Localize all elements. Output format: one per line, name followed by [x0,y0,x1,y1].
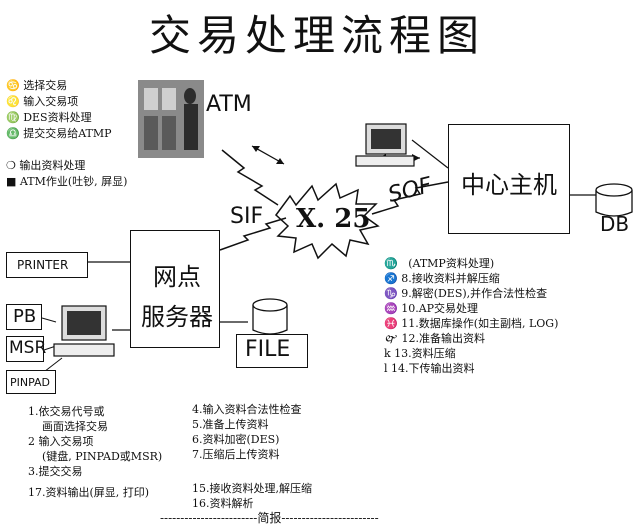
file-box: FILE [236,334,308,368]
pb-label: PB [13,306,37,327]
branch-step: 16.资料解析 [192,497,254,510]
atm-steps-list: ♋ 选择交易 ♌ 输入交易项 ♍ DES资料处理 ♎ 提交交易给ATMP [6,78,112,142]
atmp-step: ♑ 9.解密(DES),并作合法性检查 [384,287,548,300]
atm-step: ■ ATM作业(吐钞, 屏显) [6,175,128,188]
server-box: 网点 服务器 [130,230,220,348]
host-terminal-computer-icon [355,123,415,167]
branch-step: (键盘, PINPAD或MSR) [42,450,163,463]
atm-step: ♌ 输入交易项 [6,95,79,108]
atmp-step: 🙰 12.准备输出资料 [384,332,485,345]
atm-step-icon: ♎ [6,127,20,140]
sif-label: SIF [230,204,264,229]
page-title: 交易处理流程图 [148,11,485,60]
printer-label: PRINTER [17,258,69,272]
atmp-step: l 14.下传输出资料 [384,362,475,375]
pinpad-label: PINPAD [10,376,51,389]
atmp-step-icon: k [384,347,391,360]
atmp-step-icon: ♑ [384,287,398,300]
pb-box: PB [6,304,42,330]
x25-starburst [274,182,380,260]
server-label-line2: 服务器 [141,303,213,331]
host-box: 中心主机 [448,124,570,234]
branch-step: 3.提交交易 [28,465,83,478]
pinpad-box: PINPAD [6,370,56,394]
branch-step: 6.资料加密(DES) [192,433,280,446]
atm-step-icon: ♋ [6,79,20,92]
atmp-step-icon: ♏ [384,257,398,270]
footer-text: ------------------------简报--------------… [160,511,379,525]
atm-step-icon: ♌ [6,95,20,108]
branch-step: 5.准备上传资料 [192,418,269,431]
atm-step: ♋ 选择交易 [6,79,68,92]
atmp-step: ♐ 8.接收资料并解压缩 [384,272,500,285]
branch-steps-right: 4.输入资料合法性检查 5.准备上传资料 6.资料加密(DES) 7.压缩后上传… [192,402,312,511]
atmp-step-icon: l [384,362,388,375]
branch-step: 15.接收资料处理,解压缩 [192,482,312,495]
atm-step-icon: ♍ [6,111,20,124]
atmp-step-icon: ♐ [384,272,398,285]
server-label-line1: 网点 [153,263,201,291]
file-cylinder-shape [252,298,288,335]
atmp-steps-list: ♏ (ATMP资料处理) ♐ 8.接收资料并解压缩 ♑ 9.解密(DES),并作… [384,256,558,376]
branch-steps-left: 1.依交易代号或 画面选择交易 2 输入交易项 (键盘, PINPAD或MSR)… [28,404,162,500]
atmp-step: ♏ (ATMP资料处理) [384,257,495,270]
msr-box: MSR [6,336,47,362]
branch-computer-icon [53,305,115,357]
x25-label: X. 25 [296,204,371,234]
file-label: FILE [245,337,291,362]
atmp-step-icon: ♓ [384,317,398,330]
sif-link-zigzag [219,217,287,251]
printer-box: PRINTER [6,252,88,278]
atmp-step: ♒ 10.AP交易处理 [384,302,479,315]
atmp-step-icon: 🙰 [384,332,398,345]
atmp-step: ♓ 11.数据库操作(如主副档, LOG) [384,317,559,330]
branch-step: 1.依交易代号或 [28,405,105,418]
db-cylinder-shape [595,183,633,217]
msr-label: MSR [9,338,47,358]
atm-step-icon: ■ [6,175,17,188]
branch-step: 画面选择交易 [42,420,108,433]
db-label: DB [600,212,630,236]
atm-step: ❍ 输出资料处理 [6,159,86,172]
atm-link-zigzag [221,149,279,206]
host-label: 中心主机 [461,171,557,199]
atmp-step: k 13.资料压缩 [384,347,456,360]
atm-step: ♎ 提交交易给ATMP [6,127,112,140]
atm-step-icon: ❍ [6,159,16,172]
branch-step: 7.压缩后上传资料 [192,448,280,461]
atm-output-steps-list: ❍ 输出资料处理 ■ ATM作业(吐钞, 屏显) [6,158,127,190]
branch-step: 4.输入资料合法性检查 [192,403,302,416]
atm-step: ♍ DES资料处理 [6,111,92,124]
atm-photo-image [138,80,204,158]
branch-step: 2 输入交易项 [28,435,94,448]
branch-step [192,462,312,477]
atmp-step-icon: ♒ [384,302,398,315]
branch-step: 17.资料输出(屏显, 打印) [28,486,150,499]
atm-label: ATM [206,92,252,117]
sof-link-zigzag [371,181,449,215]
